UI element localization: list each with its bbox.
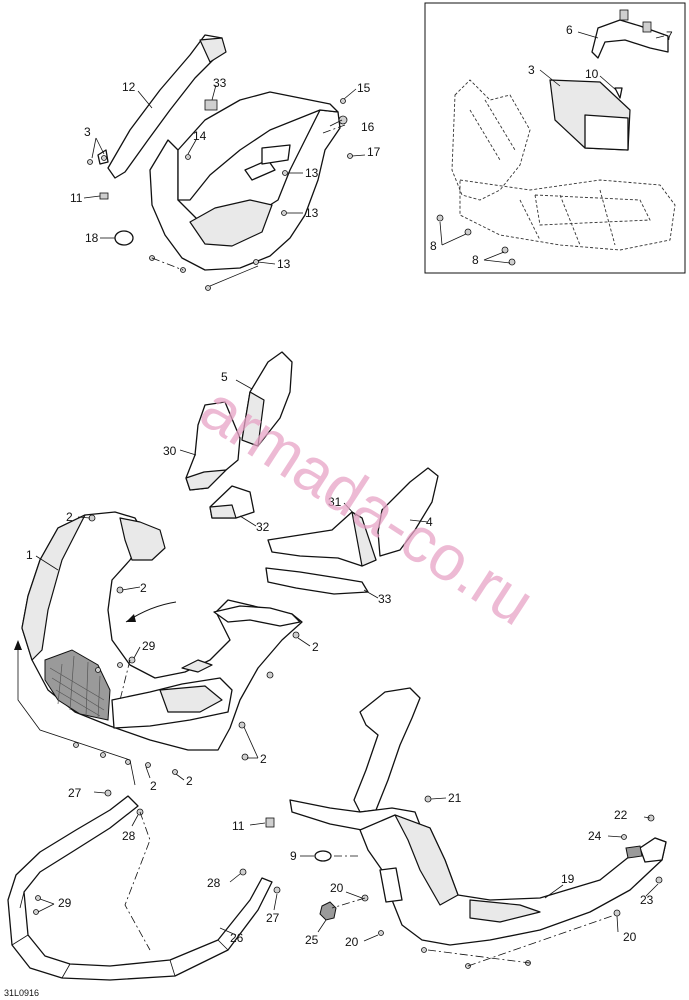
part-4-pad (377, 467, 439, 557)
inset-detail: 6 7 3 10 8 8 (424, 2, 686, 274)
part-9-grommet (314, 850, 332, 862)
callout-13-b: 13 (305, 206, 319, 220)
callout-13-c: 13 (277, 257, 291, 271)
callout-9: 9 (290, 849, 297, 863)
callout-15: 15 (357, 81, 371, 95)
callout-33-pad: 33 (378, 592, 392, 606)
foam-pads: 5 30 32 4 31 33 (163, 351, 439, 606)
callout-2-a: 2 (66, 510, 73, 524)
front-bumper: 27 28 28 27 29 26 (7, 659, 281, 981)
drawing-code: 31L0916 (4, 988, 39, 998)
callout-2-b: 2 (140, 581, 147, 595)
callout-19: 19 (561, 872, 575, 886)
callout-18: 18 (85, 231, 99, 245)
part-11-clip (265, 817, 275, 828)
callout-20-c: 20 (623, 930, 637, 944)
callout-13-a: 13 (305, 166, 319, 180)
part-26-bumper (7, 795, 273, 981)
callout-17: 17 (367, 145, 381, 159)
callout-32: 32 (256, 520, 270, 534)
callout-11-top: 11 (70, 191, 83, 205)
part-frame-arm (353, 687, 421, 813)
callout-14: 14 (193, 129, 207, 143)
callout-2-f: 2 (150, 779, 157, 793)
callout-6: 6 (566, 23, 573, 37)
callout-23: 23 (640, 893, 654, 907)
callout-30: 30 (163, 444, 177, 458)
callout-28-right: 28 (207, 876, 221, 890)
callout-25: 25 (305, 933, 319, 947)
callout-8-a: 8 (430, 239, 437, 253)
callout-1: 1 (26, 548, 33, 562)
callout-26: 26 (230, 931, 244, 945)
callout-2-e: 2 (186, 774, 193, 788)
part-33-strip (265, 567, 369, 595)
callout-20-b: 20 (345, 935, 359, 949)
callout-20-a: 20 (330, 881, 344, 895)
callout-7: 7 (666, 29, 673, 43)
callout-29-top: 29 (142, 639, 156, 653)
callout-3: 3 (84, 125, 91, 139)
callout-27-left: 27 (68, 786, 82, 800)
part-18-plug (114, 230, 134, 246)
callout-21: 21 (448, 791, 462, 805)
callout-10: 10 (585, 67, 599, 81)
callout-29-bottom: 29 (58, 896, 72, 910)
part-1-grille (44, 649, 111, 721)
callout-22: 22 (614, 808, 628, 822)
callout-8-b: 8 (472, 253, 479, 267)
part-33-clip (204, 99, 218, 111)
callout-31: 31 (328, 495, 342, 509)
callout-3-inset: 3 (528, 63, 535, 77)
callout-4: 4 (426, 515, 433, 529)
callout-16: 16 (361, 120, 375, 134)
callout-12: 12 (122, 80, 136, 94)
callout-2-d: 2 (260, 752, 267, 766)
callout-28-left: 28 (122, 829, 136, 843)
callout-24: 24 (588, 829, 602, 843)
front-bellypan: 1 2 2 2 29 2 2 2 (14, 510, 319, 793)
callout-2-c: 2 (312, 640, 319, 654)
callout-5: 5 (221, 370, 228, 384)
callout-33-top: 33 (213, 76, 227, 90)
upper-frame-assembly: 12 33 3 14 11 18 15 16 17 13 13 13 (70, 34, 381, 291)
callout-27-right: 27 (266, 911, 280, 925)
lower-side-panel-assembly: 21 11 9 22 24 19 23 20 25 20 20 (232, 687, 667, 969)
callout-11-bottom: 11 (232, 819, 245, 833)
part-25-nut (319, 901, 337, 921)
